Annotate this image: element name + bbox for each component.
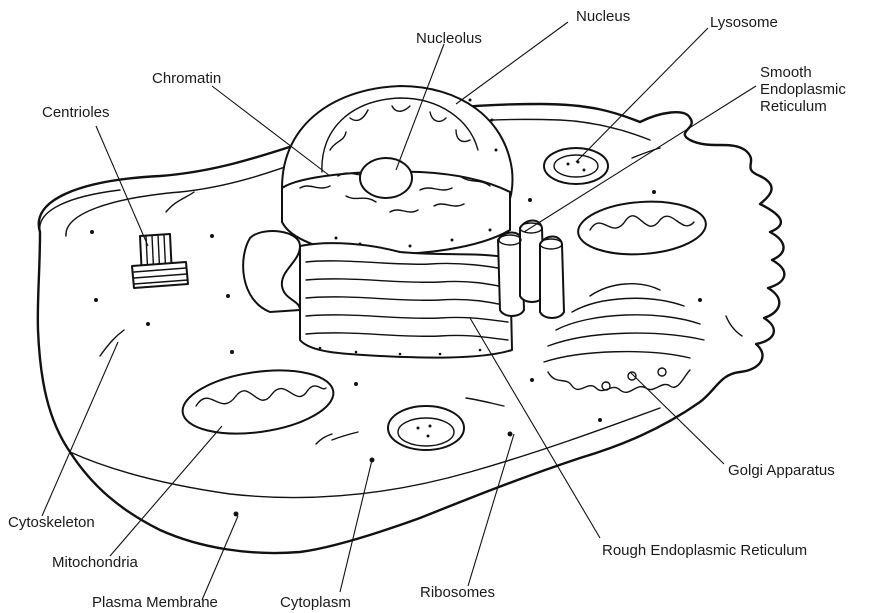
label-smooth-er-line1: Smooth bbox=[760, 64, 846, 81]
nucleus bbox=[282, 86, 513, 254]
label-smooth-er-line3: Reticulum bbox=[760, 98, 846, 115]
label-chromatin: Chromatin bbox=[152, 70, 221, 87]
rough-endoplasmic-reticulum bbox=[243, 231, 512, 358]
label-plasma-membrane: Plasma Membrane bbox=[92, 594, 218, 611]
label-smooth-er-line2: Endoplasmic bbox=[760, 81, 846, 98]
label-rough-er: Rough Endoplasmic Reticulum bbox=[602, 542, 807, 559]
centrioles bbox=[132, 234, 188, 288]
mitochondrion-left bbox=[179, 362, 338, 443]
smooth-endoplasmic-reticulum bbox=[498, 221, 564, 319]
label-cytoplasm: Cytoplasm bbox=[280, 594, 351, 611]
label-mitochondria: Mitochondria bbox=[52, 554, 138, 571]
label-nucleolus: Nucleolus bbox=[416, 30, 482, 47]
golgi-apparatus bbox=[544, 284, 704, 393]
label-cytoskeleton: Cytoskeleton bbox=[8, 514, 95, 531]
label-smooth-er: Smooth Endoplasmic Reticulum bbox=[760, 64, 846, 115]
mitochondrion-right bbox=[576, 198, 707, 259]
label-golgi: Golgi Apparatus bbox=[728, 462, 835, 479]
label-ribosomes: Ribosomes bbox=[420, 584, 495, 601]
label-nucleus: Nucleus bbox=[576, 8, 630, 25]
label-lysosome: Lysosome bbox=[710, 14, 778, 31]
nucleolus bbox=[360, 158, 412, 198]
label-centrioles: Centrioles bbox=[42, 104, 110, 121]
